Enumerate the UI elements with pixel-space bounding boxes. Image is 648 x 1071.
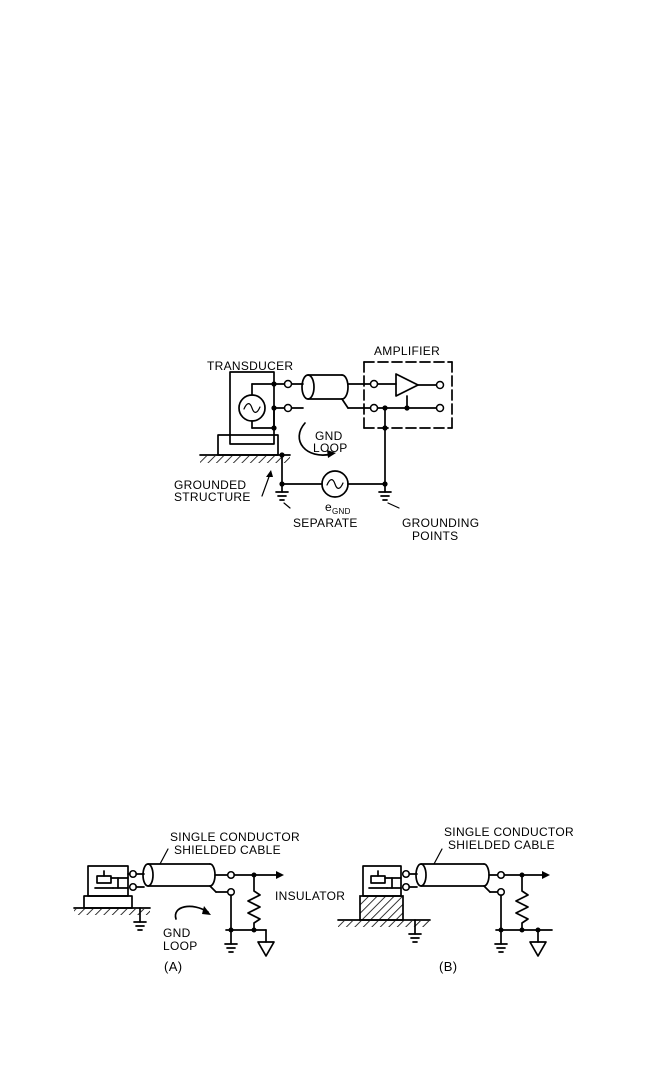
load-resistor	[516, 875, 528, 930]
crystal-element-icon	[97, 876, 111, 883]
amplifier-triangle-icon	[396, 374, 418, 396]
transducer-terminal	[285, 381, 292, 388]
gnd-loop-label-line2: LOOP	[163, 939, 198, 953]
transducer-housing	[363, 866, 401, 896]
cable-label-line2: SHIELDED CABLE	[174, 843, 281, 857]
cable-label-line1: SINGLE CONDUCTOR	[170, 830, 300, 844]
amplifier-terminal	[371, 405, 378, 412]
insulator-label: INSULATOR	[275, 889, 345, 903]
amplifier	[364, 362, 452, 500]
ground-hatch	[74, 909, 150, 915]
amplifier-terminal	[371, 381, 378, 388]
cable-label-line1: SINGLE CONDUCTOR	[444, 825, 574, 839]
crystal-element-icon	[371, 876, 385, 883]
gnd-loop-label-line2: LOOP	[313, 441, 348, 455]
figure-panel-a: SINGLE CONDUCTOR SHIELDED CABLE GND LOOP…	[74, 830, 300, 974]
transducer-label: TRANSDUCER	[207, 359, 293, 373]
shielded-cable	[292, 375, 370, 408]
sine-wave-icon	[244, 404, 260, 413]
insulator-block	[360, 896, 403, 920]
panel-b-caption: (B)	[439, 959, 458, 974]
output-arrow-icon	[542, 871, 550, 879]
grounded-structure-leader	[262, 474, 270, 496]
egnd-label: eGND	[325, 500, 351, 516]
chassis-ground-icon	[258, 942, 274, 956]
sine-wave-icon	[327, 480, 343, 489]
grounding-points-label-line2: POINTS	[412, 529, 458, 543]
amplifier-output-terminal	[437, 405, 444, 412]
figure-ground-loop: TRANSDUCER AMPLIFIER GND LOOP GROUNDED S…	[174, 344, 479, 543]
amplifier-label: AMPLIFIER	[374, 344, 440, 358]
ground-potential-source	[282, 471, 385, 497]
cable-label-line2: SHIELDED CABLE	[448, 838, 555, 852]
transducer-terminal	[285, 405, 292, 412]
load-resistor	[248, 875, 260, 930]
panel-a-caption: (A)	[164, 959, 183, 974]
grounded-structure-label-line2: STRUCTURE	[174, 490, 251, 504]
separate-label: SEPARATE	[293, 516, 358, 530]
ground-hatch	[338, 921, 430, 927]
chassis-ground-icon	[530, 942, 546, 956]
transducer	[230, 372, 292, 444]
grounding-points-label-line1: GROUNDING	[402, 516, 479, 530]
gnd-loop-label-line1: GND	[163, 926, 191, 940]
transducer-housing	[88, 866, 128, 896]
mounting-base	[218, 435, 278, 455]
figure-panel-b: SINGLE CONDUCTOR SHIELDED CABLE INSULATO…	[275, 825, 574, 974]
ground-hatch	[200, 456, 290, 463]
mounting-base	[84, 896, 132, 908]
output-arrow-icon	[276, 871, 284, 879]
amplifier-output-terminal	[437, 382, 444, 389]
